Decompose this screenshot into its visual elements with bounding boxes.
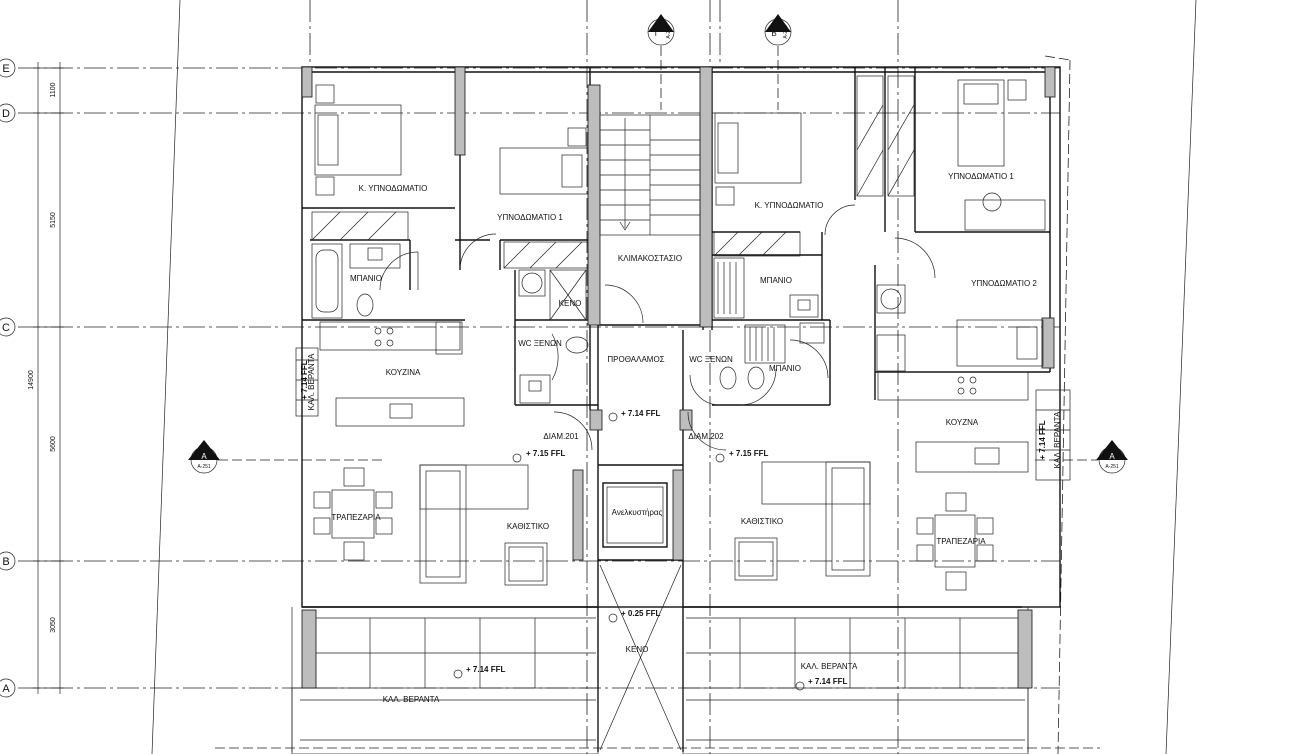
coffee-table-right	[734, 537, 778, 581]
dimension-5150: 5150	[50, 212, 57, 228]
section-marker-gamma: Γ A-253	[647, 14, 675, 110]
kitchen-left-counter	[295, 321, 465, 427]
grid-bubble-e: E	[0, 58, 16, 78]
site-boundary	[151, 0, 1197, 754]
svg-text:Γ: Γ	[655, 29, 660, 38]
dimension-3050: 3050	[50, 617, 57, 633]
level-label-left-side-veranda: + 7.14 FFL	[300, 360, 309, 399]
svg-text:A: A	[2, 683, 10, 695]
grid-lines	[18, 0, 1060, 754]
level-label-left-veranda: + 7.14 FFL	[466, 665, 505, 674]
void-shaft	[599, 564, 682, 751]
section-marker-a-right: A A-251	[1035, 440, 1128, 474]
dining-set-right	[916, 492, 994, 591]
grid-bubble-c: C	[0, 317, 16, 337]
level-label-right-veranda: + 7.14 FFL	[808, 677, 847, 686]
svg-text:A-251: A-251	[197, 464, 211, 470]
svg-text:B: B	[771, 29, 776, 38]
grid-bubble-a: A	[0, 678, 16, 698]
room-labels: Κ. ΥΠΝΟΔΩΜΑΤΙΟ ΥΠΝΟΔΩΜΑΤΙΟ 1 ΜΠΑΝΙΟ ΚΕΝΟ…	[307, 172, 1062, 704]
room-label-right-wc: WC ΞΕΝΩΝ	[689, 355, 733, 364]
room-label-lobby: ΠΡΟΘΑΛΑΜΟΣ	[607, 355, 664, 364]
dimension-5600: 5600	[50, 436, 57, 452]
section-marker-beta: B A-252	[764, 14, 792, 110]
room-label-left-apartment: ΔΙΑΜ.201	[543, 432, 579, 441]
level-label-left-apartment: + 7.15 FFL	[526, 449, 565, 458]
room-label-left-bathroom: ΜΠΑΝΙΟ	[350, 274, 382, 283]
sofa-right	[761, 461, 871, 577]
svg-text:A: A	[1109, 452, 1115, 461]
room-label-right-bathroom-2: ΜΠΑΝΙΟ	[769, 364, 801, 373]
svg-text:A: A	[201, 452, 207, 461]
veranda-tiles-left	[316, 617, 596, 688]
svg-text:A-251: A-251	[1105, 464, 1119, 470]
room-label-right-kitchen: ΚΟΥΖΝΑ	[946, 418, 979, 427]
door-swings	[379, 204, 936, 451]
level-label-lobby: + 7.14 FFL	[621, 409, 660, 418]
room-label-right-bathroom-1: ΜΠΑΝΙΟ	[760, 276, 792, 285]
bathroom-fixtures	[311, 243, 906, 404]
room-label-shaft-void: ΚΕΝΟ	[626, 645, 649, 654]
room-label-left-living: ΚΑΘΙΣΤΙΚΟ	[507, 522, 549, 531]
dimension-total: 14900	[28, 370, 35, 390]
room-label-left-kitchen: ΚΟΥΖΙΝΑ	[386, 368, 421, 377]
room-label-right-veranda: ΚΑΛ. ΒΕΡΑΝΤΑ	[801, 662, 858, 671]
level-label-shaft: + 0.25 FFL	[621, 609, 660, 618]
wardrobes	[311, 75, 915, 269]
room-label-left-veranda: ΚΑΛ. ΒΕΡΑΝΤΑ	[383, 695, 440, 704]
coffee-table-left	[504, 542, 548, 586]
room-label-staircase: ΚΛΙΜΑΚΟΣΤΑΣΙΟ	[618, 254, 682, 263]
grid-bubble-b: B	[0, 551, 16, 571]
room-label-right-veranda-side: ΚΑΛ. ΒΕΡΑΝΤΑ	[1053, 411, 1062, 468]
veranda-tiles-right	[686, 617, 1018, 688]
level-label-right-side-veranda: + 7.14 FFL	[1038, 420, 1047, 459]
room-label-left-dining: ΤΡΑΠΕΖΑΡΙΑ	[331, 513, 381, 522]
staircase-treads	[599, 114, 701, 236]
room-label-left-veranda-side: ΚΑΛ. ΒΕΡΑΝΤΑ	[307, 353, 316, 410]
kitchen-right-counter	[877, 371, 1071, 481]
room-label-elevator: Ανελκυστήρας	[612, 508, 663, 517]
room-label-right-apartment: ΔΙΑΜ.202	[688, 432, 724, 441]
columns	[301, 66, 1056, 689]
level-label-right-apartment: + 7.15 FFL	[729, 449, 768, 458]
bed-right-1	[957, 79, 1046, 231]
room-label-left-bedroom-1: ΥΠΝΟΔΩΜΑΤΙΟ 1	[497, 213, 563, 222]
dimension-chain: 1100 5150 5600 3050 14900	[28, 62, 64, 694]
level-labels: + 7.14 FFL + 7.15 FFL + 7.15 FFL + 0.25 …	[300, 360, 1047, 686]
svg-text:D: D	[2, 108, 10, 120]
room-label-right-dining: ΤΡΑΠΕΖΑΡΙΑ	[936, 537, 986, 546]
room-label-left-master-bedroom: Κ. ΥΠΝΟΔΩΜΑΤΙΟ	[359, 184, 428, 193]
level-markers	[453, 412, 805, 691]
room-label-right-bedroom-2: ΥΠΝΟΔΩΜΑΤΙΟ 2	[971, 279, 1037, 288]
svg-text:A-253: A-253	[666, 25, 672, 39]
section-marker-a-left: A A-251	[188, 440, 385, 474]
bed-left-master	[314, 84, 402, 196]
room-label-left-void: ΚΕΝΟ	[559, 299, 582, 308]
room-label-right-master-bedroom: Κ. ΥΠΝΟΔΩΜΑΤΙΟ	[755, 201, 824, 210]
dimension-1100: 1100	[50, 82, 57, 97]
dining-set-left	[313, 467, 393, 561]
elevator-car	[602, 482, 668, 548]
bed-left-1	[499, 127, 589, 195]
bed-right-master	[714, 112, 802, 206]
room-label-right-bedroom-1: ΥΠΝΟΔΩΜΑΤΙΟ 1	[948, 172, 1014, 181]
veranda-rail-right	[686, 699, 1025, 741]
svg-text:E: E	[2, 63, 9, 75]
grid-bubble-d: D	[0, 103, 16, 123]
svg-text:A-252: A-252	[783, 25, 789, 39]
room-label-right-living: ΚΑΘΙΣΤΙΚΟ	[741, 517, 783, 526]
bed-right-2	[956, 319, 1044, 367]
svg-text:C: C	[2, 322, 10, 334]
sofa-left	[419, 464, 529, 584]
svg-text:B: B	[2, 556, 9, 568]
room-label-left-wc: WC ΞΕΝΩΝ	[518, 339, 562, 348]
grid-bubbles: E D C B A	[0, 58, 16, 698]
veranda-rail-left	[300, 699, 596, 741]
